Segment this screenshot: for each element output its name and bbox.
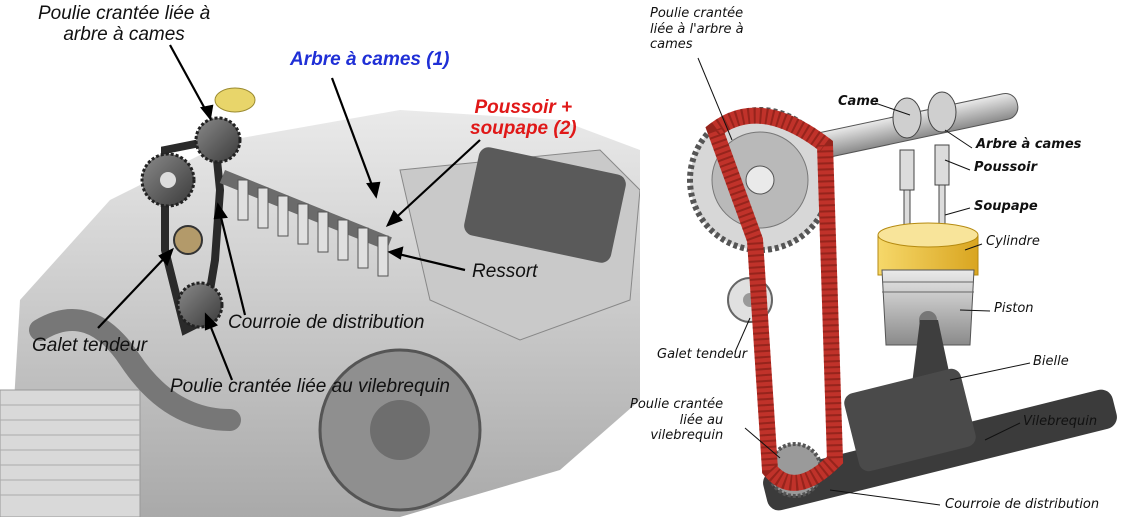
label-timing-belt: Courroie de distribution bbox=[228, 312, 425, 333]
label-valve: Soupape bbox=[974, 199, 1038, 214]
label-camshaft-pulley-r: Poulie crantée liée à l'arbre à cames bbox=[650, 6, 744, 53]
crank-pulley bbox=[176, 281, 224, 329]
label-crank-pulley-r: Poulie crantée liée au vilebrequin bbox=[630, 397, 724, 444]
label-camshaft: Arbre à cames (1) bbox=[290, 49, 450, 70]
air-box bbox=[464, 147, 626, 263]
radiator bbox=[0, 389, 141, 517]
engine-3d-illustration: Poulie crantée liée à arbre à cames Arbr… bbox=[0, 3, 640, 517]
hose bbox=[29, 309, 241, 431]
label-spring: Ressort bbox=[472, 261, 538, 282]
camshaft-pulley-1 bbox=[194, 116, 242, 164]
label-tappet: Poussoir bbox=[974, 160, 1037, 175]
leader-lines bbox=[97, 44, 481, 381]
valve-train bbox=[237, 179, 389, 277]
label-rod: Bielle bbox=[1033, 354, 1069, 369]
leader-lines bbox=[697, 57, 1031, 506]
label-tensioner-r: Galet tendeur bbox=[657, 347, 748, 362]
cam-1 bbox=[892, 97, 922, 139]
piston bbox=[881, 269, 975, 346]
label-piston: Piston bbox=[994, 301, 1034, 316]
label-tensioner: Galet tendeur bbox=[32, 335, 148, 356]
valves bbox=[899, 144, 950, 236]
label-crankshaft: Vilebrequin bbox=[1023, 414, 1098, 429]
engine-schematic: Poulie crantée liée à l'arbre à cames Ca… bbox=[620, 0, 1121, 517]
tensioner-pulley bbox=[173, 225, 203, 255]
oil-cap bbox=[214, 87, 256, 113]
label-camshaft-pulley: Poulie crantée liée à arbre à cames bbox=[38, 3, 211, 45]
label-cylinder: Cylindre bbox=[986, 234, 1040, 249]
label-timing-belt-r: Courroie de distribution bbox=[945, 497, 1100, 512]
schematic-drawing bbox=[687, 57, 1117, 511]
engine-drawing bbox=[0, 44, 640, 517]
label-tappet-valve: Poussoir + soupape (2) bbox=[470, 97, 577, 139]
cam-2 bbox=[927, 91, 957, 133]
label-camshaft-r: Arbre à cames bbox=[976, 137, 1082, 152]
label-cam: Came bbox=[838, 94, 879, 109]
label-crank-pulley: Poulie crantée liée au vilebrequin bbox=[170, 376, 450, 397]
